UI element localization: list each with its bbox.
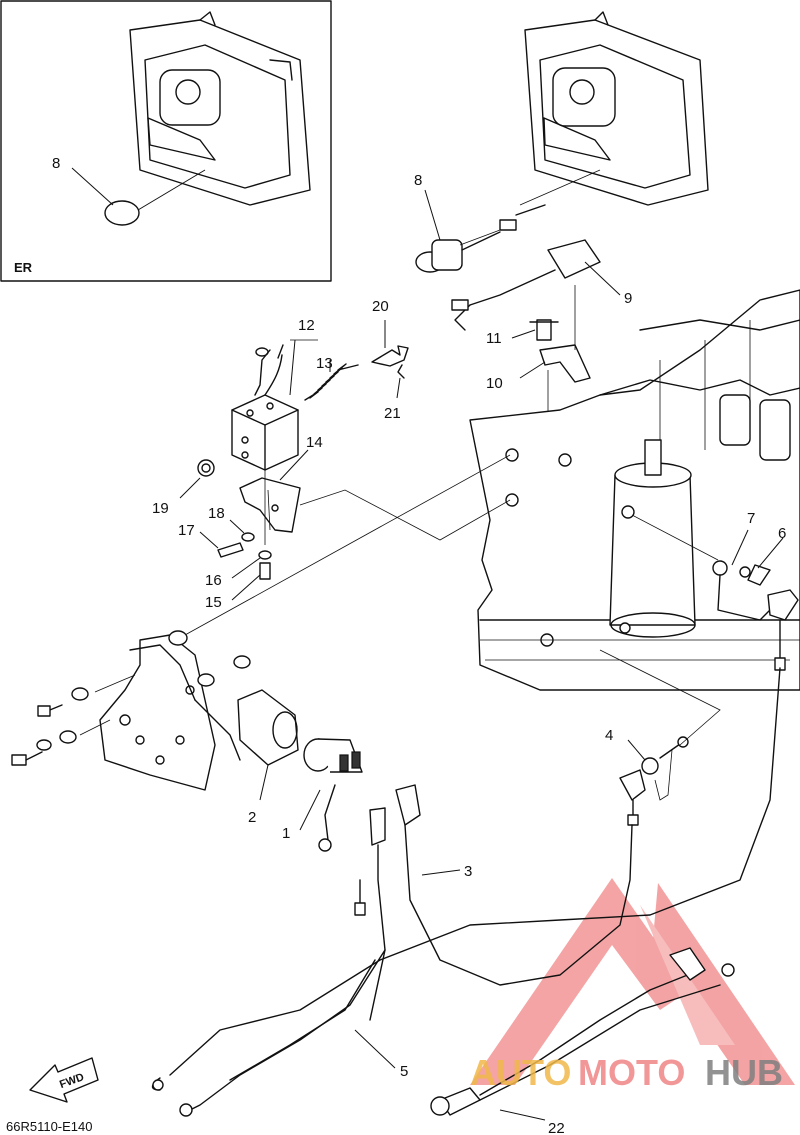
cable-main-long	[151, 667, 781, 1091]
svg-text:HUB: HUB	[705, 1052, 783, 1093]
part-9-switch: 9	[451, 239, 632, 331]
inset-er: 8 ER	[0, 0, 332, 282]
callout-17: 17	[178, 522, 195, 539]
fwd-arrow-icon: FWD	[29, 1057, 99, 1103]
part-3-leads: 3	[354, 784, 633, 1021]
drawing-code: 66R5110-E140	[6, 1119, 93, 1134]
callout-22: 22	[548, 1120, 565, 1135]
callout-7: 7	[747, 510, 755, 527]
callout-5: 5	[400, 1063, 408, 1080]
left-bracket	[11, 630, 251, 791]
callout-12: 12	[298, 317, 315, 334]
parts-6-7: 7 6	[712, 510, 799, 671]
callout-2: 2	[248, 809, 256, 826]
callout-8-inset: 8	[52, 155, 60, 172]
grommet-assembly	[519, 11, 709, 206]
callout-1: 1	[282, 825, 290, 842]
callout-13: 13	[316, 355, 333, 372]
watermark-text: AUTO MOTO HUB	[470, 1052, 783, 1093]
part-4-nut: 4	[599, 649, 721, 826]
part-5-battery-cable: 5	[179, 949, 408, 1117]
callout-6: 6	[778, 525, 786, 542]
callout-10: 10	[486, 375, 503, 392]
callout-15: 15	[205, 594, 222, 611]
callout-18: 18	[208, 505, 225, 522]
part-8-sensor: 8	[414, 172, 546, 273]
inset-label: ER	[14, 260, 33, 275]
svg-text:MOTO: MOTO	[578, 1052, 685, 1093]
svg-text:AUTO: AUTO	[470, 1052, 571, 1093]
callout-21: 21	[384, 405, 401, 422]
part-2-holder: 2	[237, 689, 299, 826]
callout-11: 11	[486, 330, 502, 347]
part-1-relay: 1	[282, 738, 363, 852]
callout-20: 20	[372, 298, 389, 315]
callout-8: 8	[414, 172, 422, 189]
callout-3: 3	[464, 863, 472, 880]
callout-9: 9	[624, 290, 632, 307]
callout-14: 14	[306, 434, 323, 451]
callout-16: 16	[205, 572, 222, 589]
callout-4: 4	[605, 727, 613, 744]
parts-12-21-group: 12 13 20 21 14 19 18 17	[152, 298, 511, 636]
engine-block	[469, 289, 800, 691]
part-22-harness: 22	[430, 947, 735, 1135]
callout-19: 19	[152, 500, 169, 517]
